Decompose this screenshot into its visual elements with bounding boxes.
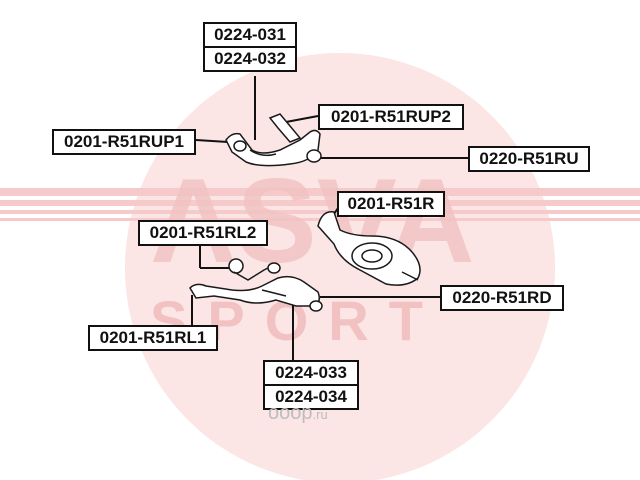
watermark-site-tld: .ru: [312, 407, 328, 422]
upper-control-arm: [225, 113, 322, 167]
rear-lower-arm: [317, 211, 421, 286]
watermark-circle: [125, 53, 555, 480]
part-label-upper-bush: 0220-R51RU: [468, 146, 590, 172]
top-part-stack: 0224-031 0224-032: [203, 22, 297, 72]
part-label-lower-arm-upper: 0201-R51RL2: [138, 220, 268, 246]
part-label-0224-034: 0224-034: [265, 384, 357, 408]
part-label-lower-bush: 0220-R51RD: [440, 285, 564, 311]
part-label-0224-033: 0224-033: [275, 363, 347, 382]
part-label-upper-arm-left: 0201-R51RUP1: [52, 129, 196, 155]
part-label-lower-arm-left: 0201-R51RL1: [88, 325, 218, 351]
watermark-site-name: ooop: [268, 402, 313, 424]
bottom-part-stack: 0224-033 0224-034: [263, 360, 359, 410]
part-label-0224-031: 0224-031: [214, 25, 286, 44]
part-label-0224-032: 0224-032: [205, 46, 295, 70]
part-label-upper-arm-right: 0201-R51RUP2: [318, 104, 464, 130]
lower-control-arm: [189, 258, 323, 312]
part-label-rear-arm: 0201-R51R: [337, 191, 445, 217]
watermark-site: ooop.ru: [268, 402, 328, 425]
